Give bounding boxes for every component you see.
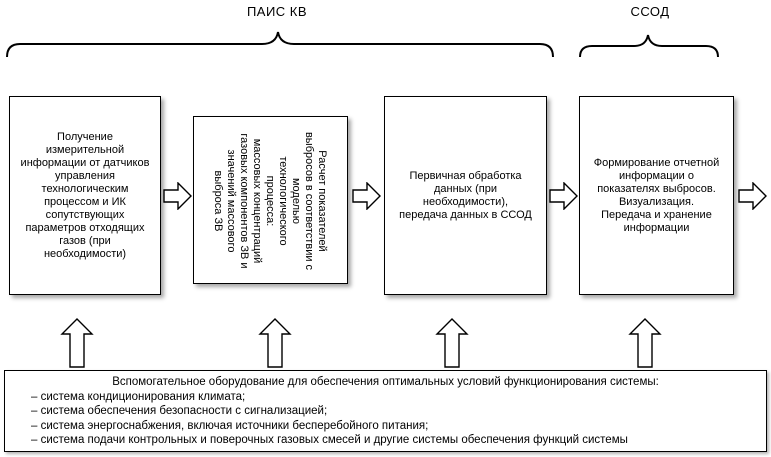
- box-reporting-text: Формирование отчетной информации о показ…: [593, 156, 720, 234]
- group-label-ssod: ССОД: [630, 4, 670, 19]
- group-label-paiskv: ПАИС КВ: [246, 4, 308, 19]
- arrow-up-4-icon: [628, 318, 662, 368]
- arrow-right-3-icon: [549, 182, 578, 210]
- box-data-acquisition-text: Получение измерительной информации от да…: [20, 130, 150, 260]
- box-primary-processing: Первичная обработка данных (при необходи…: [384, 96, 547, 295]
- arrow-right-2-icon: [352, 182, 381, 210]
- support-equipment-box: Вспомогательное оборудование для обеспеч…: [4, 370, 767, 452]
- arrow-up-1-icon: [60, 318, 94, 368]
- support-item: – система подачи контрольных и поверочны…: [31, 434, 628, 446]
- brace-ssod: [579, 34, 719, 58]
- support-item: – система обеспечения безопасности с сиг…: [31, 405, 328, 417]
- group-braces: [6, 31, 719, 58]
- box-emission-calculation-text: Расчет показателей выбросов в соответств…: [212, 131, 329, 271]
- arrow-up-3-icon: [435, 318, 469, 368]
- box-emission-calculation: Расчет показателей выбросов в соответств…: [193, 116, 348, 284]
- arrow-right-1-icon: [163, 182, 192, 210]
- box-data-acquisition: Получение измерительной информации от да…: [9, 96, 161, 295]
- box-primary-processing-text: Первичная обработка данных (при необходи…: [399, 169, 532, 221]
- box-reporting: Формирование отчетной информации о показ…: [579, 96, 734, 295]
- support-item: – система энергоснабжения, включая источ…: [31, 419, 429, 432]
- arrow-right-4-icon: [738, 182, 767, 210]
- support-equipment-title: Вспомогательное оборудование для обеспеч…: [112, 376, 659, 388]
- brace-paiskv: [6, 31, 554, 58]
- arrow-up-2-icon: [258, 318, 292, 368]
- support-item: – система кондиционирования климата;: [31, 390, 246, 403]
